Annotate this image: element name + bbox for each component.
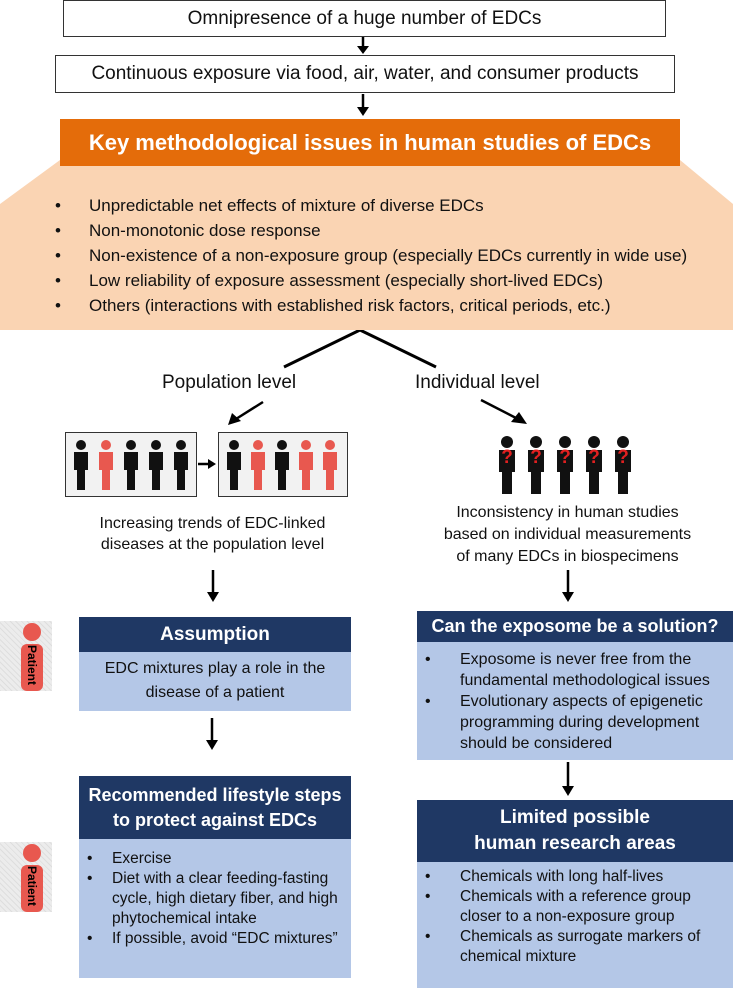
patient-icon-panel: Patient (0, 842, 52, 912)
lifestyle-body: Exercise Diet with a clear feeding-fasti… (79, 839, 351, 978)
patient-icon (21, 844, 43, 912)
question-mark-icon: ? (588, 447, 600, 468)
person-icon (615, 436, 631, 494)
down-arrow-icon (206, 718, 218, 750)
question-mark-icon: ? (617, 447, 629, 468)
continuous-exposure-box: Continuous exposure via food, air, water… (55, 55, 675, 93)
person-icon (74, 440, 88, 490)
person-icon (557, 436, 573, 494)
person-icon (528, 436, 544, 494)
limited-item: Chemicals with a reference group closer … (417, 887, 727, 927)
person-icon (251, 440, 265, 490)
person-icon (149, 440, 163, 490)
down-arrow-icon (357, 37, 369, 54)
down-arrow-icon (207, 570, 219, 602)
exposome-body: Exposome is never free from the fundamen… (417, 642, 733, 760)
assumption-title: Assumption (79, 617, 351, 652)
branch-lines (228, 330, 527, 425)
issue-item: Unpredictable net effects of mixture of … (47, 193, 733, 218)
question-mark-icon: ? (501, 447, 513, 468)
issue-item: Non-existence of a non-exposure group (e… (47, 243, 733, 268)
person-icon (227, 440, 241, 490)
exposome-item: Evolutionary aspects of epigenetic progr… (417, 691, 727, 754)
lifestyle-title: Recommended lifestyle steps to protect a… (79, 776, 351, 839)
lifestyle-item: Diet with a clear feeding-fasting cycle,… (79, 869, 349, 929)
limited-body: Chemicals with long half-lives Chemicals… (417, 862, 733, 988)
person-icon (299, 440, 313, 490)
down-arrow-icon (562, 570, 574, 602)
person-icon (99, 440, 113, 490)
issue-item: Non-monotonic dose response (47, 218, 733, 243)
issues-title: Key methodological issues in human studi… (60, 119, 680, 166)
limited-item: Chemicals with long half-lives (417, 867, 727, 887)
down-arrow-icon (357, 94, 369, 116)
omnipresence-box: Omnipresence of a huge number of EDCs (63, 0, 666, 37)
issues-list: Unpredictable net effects of mixture of … (47, 193, 733, 318)
population-before-panel (65, 432, 197, 497)
continuous-exposure-text: Continuous exposure via food, air, water… (91, 63, 639, 84)
exposome-title: Can the exposome be a solution? (417, 611, 733, 642)
population-after-panel (218, 432, 348, 497)
assumption-body: EDC mixtures play a role in the disease … (79, 652, 351, 711)
down-arrow-icon (562, 762, 574, 796)
omnipresence-text: Omnipresence of a huge number of EDCs (187, 7, 542, 29)
question-mark-icon: ? (530, 447, 542, 468)
individual-caption: Inconsistency in human studies based on … (443, 504, 692, 565)
patient-icon (21, 623, 43, 691)
individual-figures: ? ? ? ? ? (493, 433, 643, 498)
person-icon (124, 440, 138, 490)
lifestyle-item: Exercise (79, 849, 349, 869)
person-icon (499, 436, 515, 494)
issue-item: Others (interactions with established ri… (47, 293, 733, 318)
person-icon (174, 440, 188, 490)
question-mark-icon: ? (559, 447, 571, 468)
person-icon (586, 436, 602, 494)
population-caption: Increasing trends of EDC-linked diseases… (99, 515, 326, 553)
individual-level-label: Individual level (415, 372, 540, 393)
population-level-label: Population level (162, 372, 297, 393)
patient-label: Patient (25, 865, 39, 906)
limited-item: Chemicals as surrogate markers of chemic… (417, 927, 727, 967)
limited-title: Limited possible human research areas (417, 800, 733, 862)
person-icon (275, 440, 289, 490)
patient-label: Patient (25, 644, 39, 685)
patient-icon-panel: Patient (0, 621, 52, 691)
person-icon (323, 440, 337, 490)
issue-item: Low reliability of exposure assessment (… (47, 268, 733, 293)
right-arrow-icon (198, 459, 216, 469)
exposome-item: Exposome is never free from the fundamen… (417, 649, 727, 691)
lifestyle-item: If possible, avoid “EDC mixtures” (79, 929, 349, 949)
